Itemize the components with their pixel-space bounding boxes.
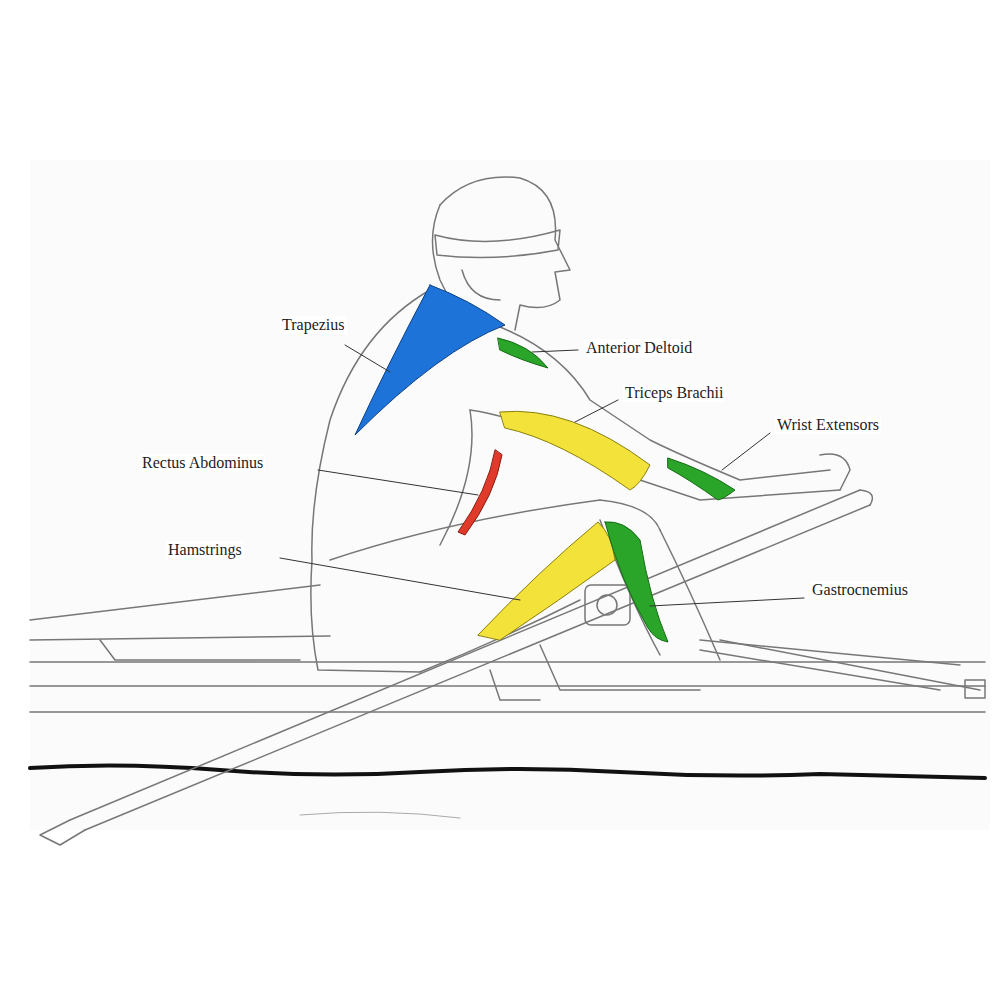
background-panel: [30, 160, 990, 830]
oar: [40, 490, 872, 845]
muscle-label: Rectus Abdominus: [140, 454, 265, 472]
muscle-label: Triceps Brachii: [623, 384, 726, 402]
wrist-extensor-muscle: [668, 458, 735, 500]
leader-lines: [280, 345, 804, 606]
hamstring-muscle: [478, 522, 615, 640]
rigger: [490, 640, 985, 700]
rower-body: [311, 177, 850, 672]
gastrocnemius-muscle: [605, 522, 668, 642]
deltoid-muscle: [498, 338, 548, 368]
muscle-label: Wrist Extensors: [775, 416, 881, 434]
boat-hull: [30, 585, 985, 712]
triceps-muscle: [500, 411, 650, 490]
muscle-label: Trapezius: [280, 316, 347, 334]
trapezius-muscle: [355, 285, 505, 435]
muscle-label: Hamstrings: [166, 541, 244, 559]
water-ripple: [300, 812, 460, 818]
muscle-label: Anterior Deltoid: [584, 339, 694, 357]
muscle-label: Gastrocnemius: [810, 581, 910, 599]
